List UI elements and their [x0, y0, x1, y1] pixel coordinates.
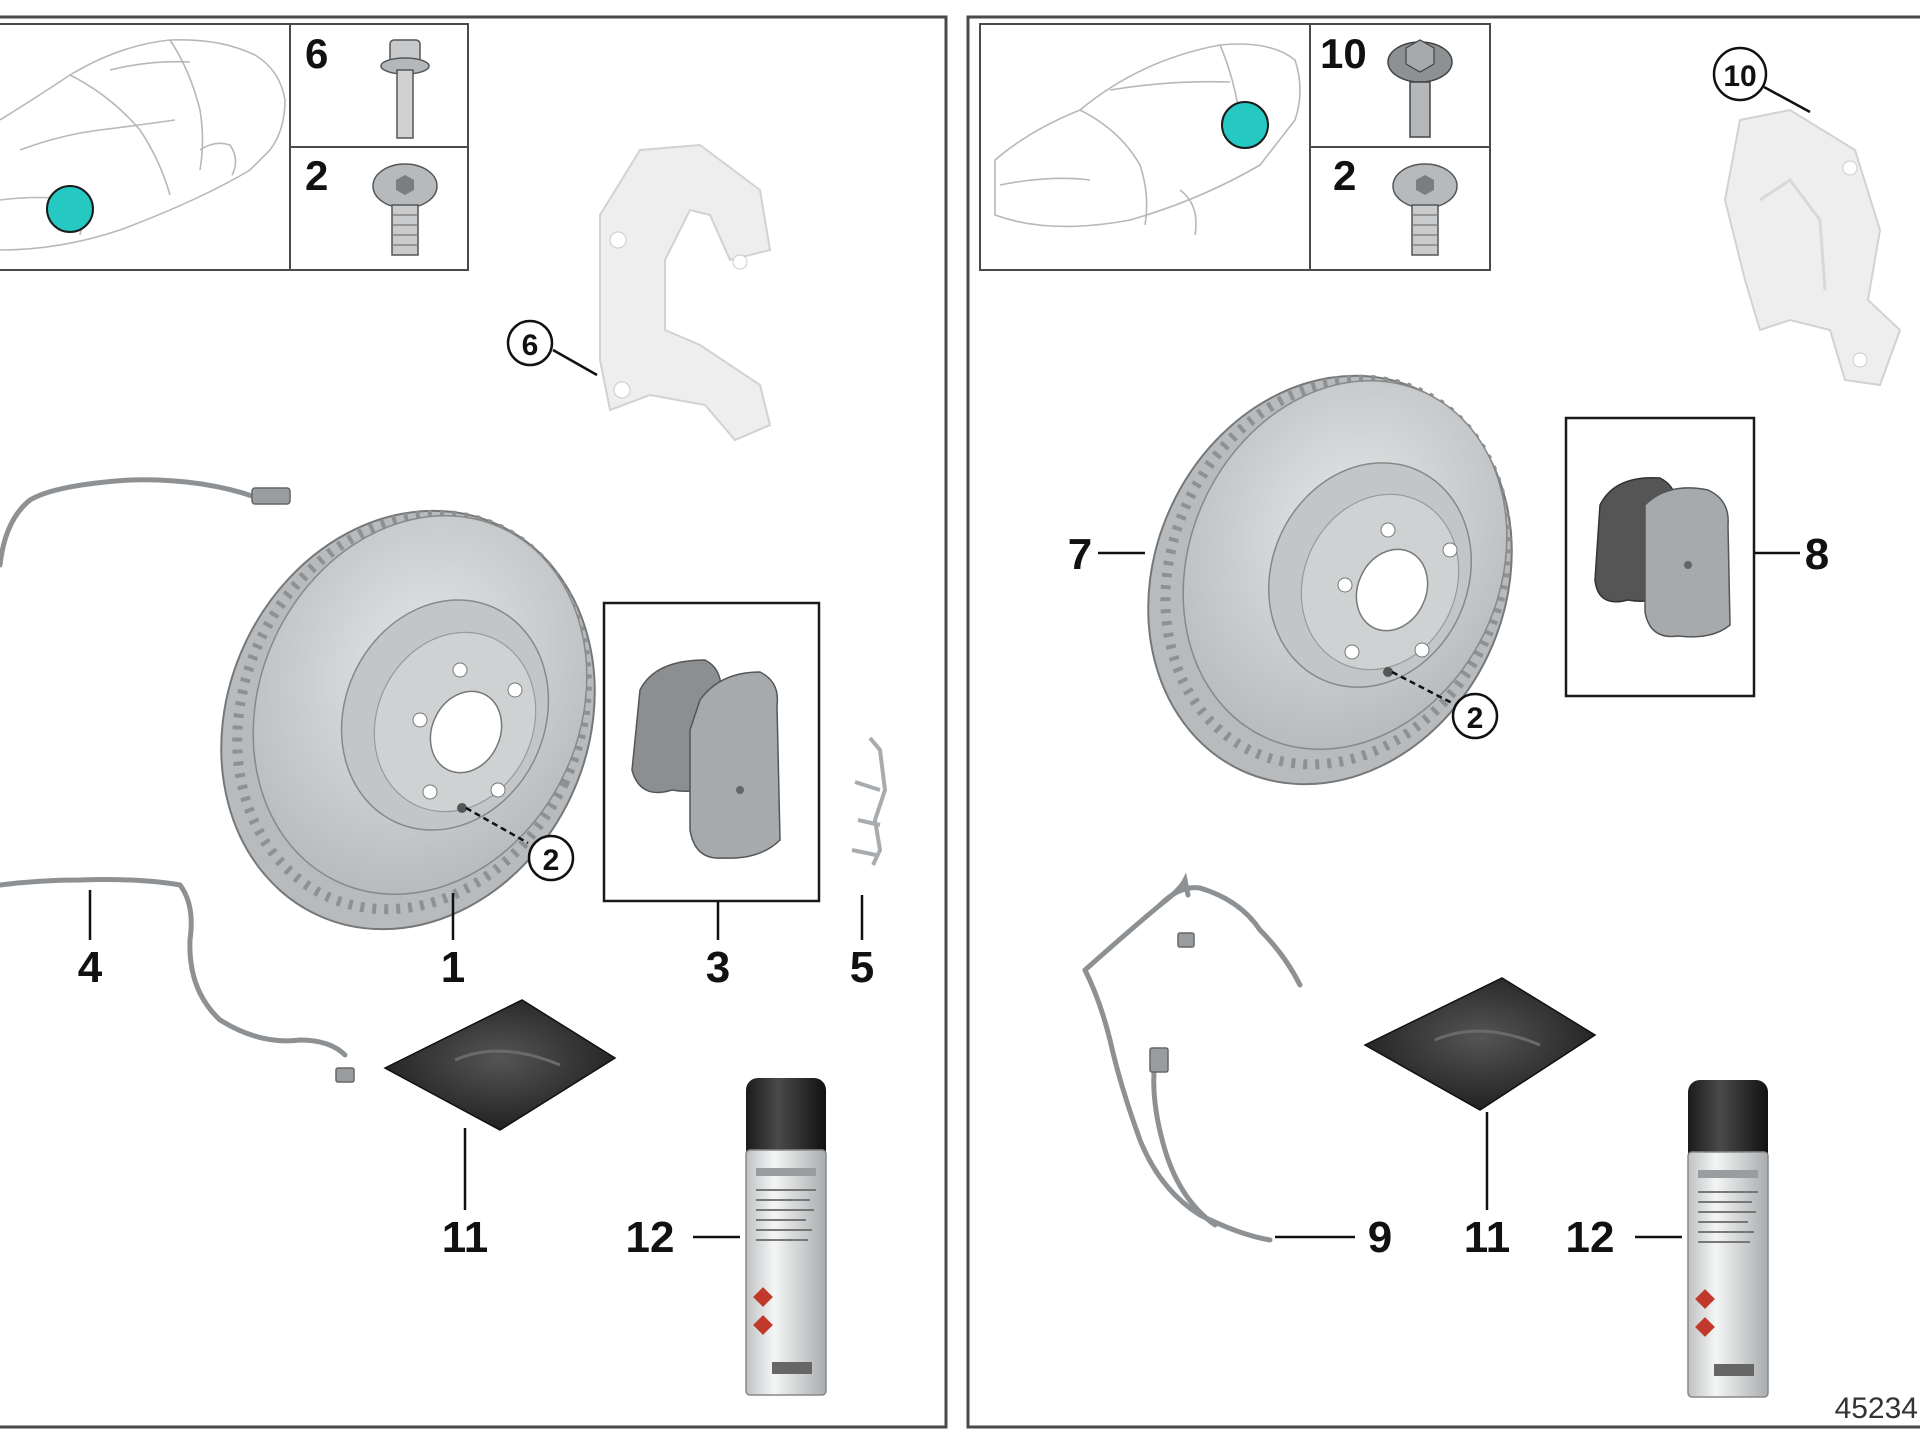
- spring-clip-left: [851, 736, 888, 866]
- figure-id: 45234: [1835, 1392, 1918, 1425]
- callout-pad-set-label: 8: [1805, 530, 1829, 579]
- grease-packet-left: [383, 999, 617, 1131]
- fastener-label: 10: [1320, 30, 1367, 77]
- right-panel: 10 2 10: [966, 15, 1920, 1429]
- location-marker-rear: [1221, 101, 1269, 149]
- left-panel-frame: [0, 15, 948, 1429]
- brake-pad-set-right: [1594, 476, 1731, 638]
- bolt-with-flange-icon: [380, 39, 430, 139]
- grease-packet-right: [1363, 977, 1597, 1111]
- location-marker-front-left: [46, 185, 94, 233]
- callout-wear-sensor-label: 4: [78, 943, 103, 992]
- callout-disc-label: 1: [441, 943, 465, 992]
- callout-grease-packet-label: 11: [442, 1213, 489, 1262]
- brake-carrier-left: [599, 143, 772, 442]
- callout-pad-set-label: 3: [706, 943, 730, 992]
- callout-wear-sensor-label: 9: [1368, 1213, 1392, 1262]
- right-panel-frame: [966, 15, 1920, 1429]
- brake-wear-sensor-right: [1082, 872, 1303, 1243]
- brake-wear-sensor-left: [0, 477, 355, 1083]
- hex-socket-screw-icon: [1392, 163, 1458, 256]
- hex-flange-bolt-icon: [1387, 39, 1453, 138]
- callout-disc-screw-label: 2: [1467, 702, 1484, 735]
- callout-spray-can-label: 12: [1566, 1213, 1615, 1262]
- callout-carrier: [1712, 46, 1768, 102]
- fastener-label: 2: [1333, 152, 1356, 199]
- callout-disc-screw: [527, 834, 575, 882]
- left-fastener-box-1: 6: [289, 23, 469, 148]
- brake-disc-right: [1147, 374, 1513, 786]
- callout-spring-clip-label: 5: [850, 943, 874, 992]
- brake-disc-left: [220, 509, 596, 931]
- left-vehicle-locator: [0, 23, 291, 271]
- brake-pad-set-left: [631, 659, 781, 859]
- callout-carrier-label: 10: [1723, 60, 1756, 93]
- left-fastener-box-2: 2: [289, 146, 469, 271]
- callout-carrier: [506, 319, 554, 367]
- callout-disc-screw: [1451, 692, 1499, 740]
- spray-can-right: [1687, 1080, 1769, 1398]
- callout-disc-label: 7: [1068, 530, 1092, 579]
- hex-socket-screw-icon: [372, 163, 438, 256]
- callout-spray-can-label: 12: [626, 1213, 675, 1262]
- fastener-label: 2: [305, 152, 328, 199]
- callout-carrier-label: 6: [522, 329, 539, 362]
- callout-disc-screw-label: 2: [543, 844, 560, 877]
- car-outline-icon: [994, 43, 1301, 236]
- right-fastener-box-2: 2: [1309, 146, 1491, 271]
- left-panel: 6 2 6: [0, 15, 948, 1429]
- brake-carrier-right: [1723, 108, 1902, 387]
- fastener-label: 6: [305, 30, 328, 77]
- callout-grease-packet-label: 11: [1464, 1213, 1511, 1262]
- right-fastener-box-1: 10: [1309, 23, 1491, 148]
- spray-can-left: [745, 1078, 827, 1396]
- right-vehicle-locator: [979, 23, 1311, 271]
